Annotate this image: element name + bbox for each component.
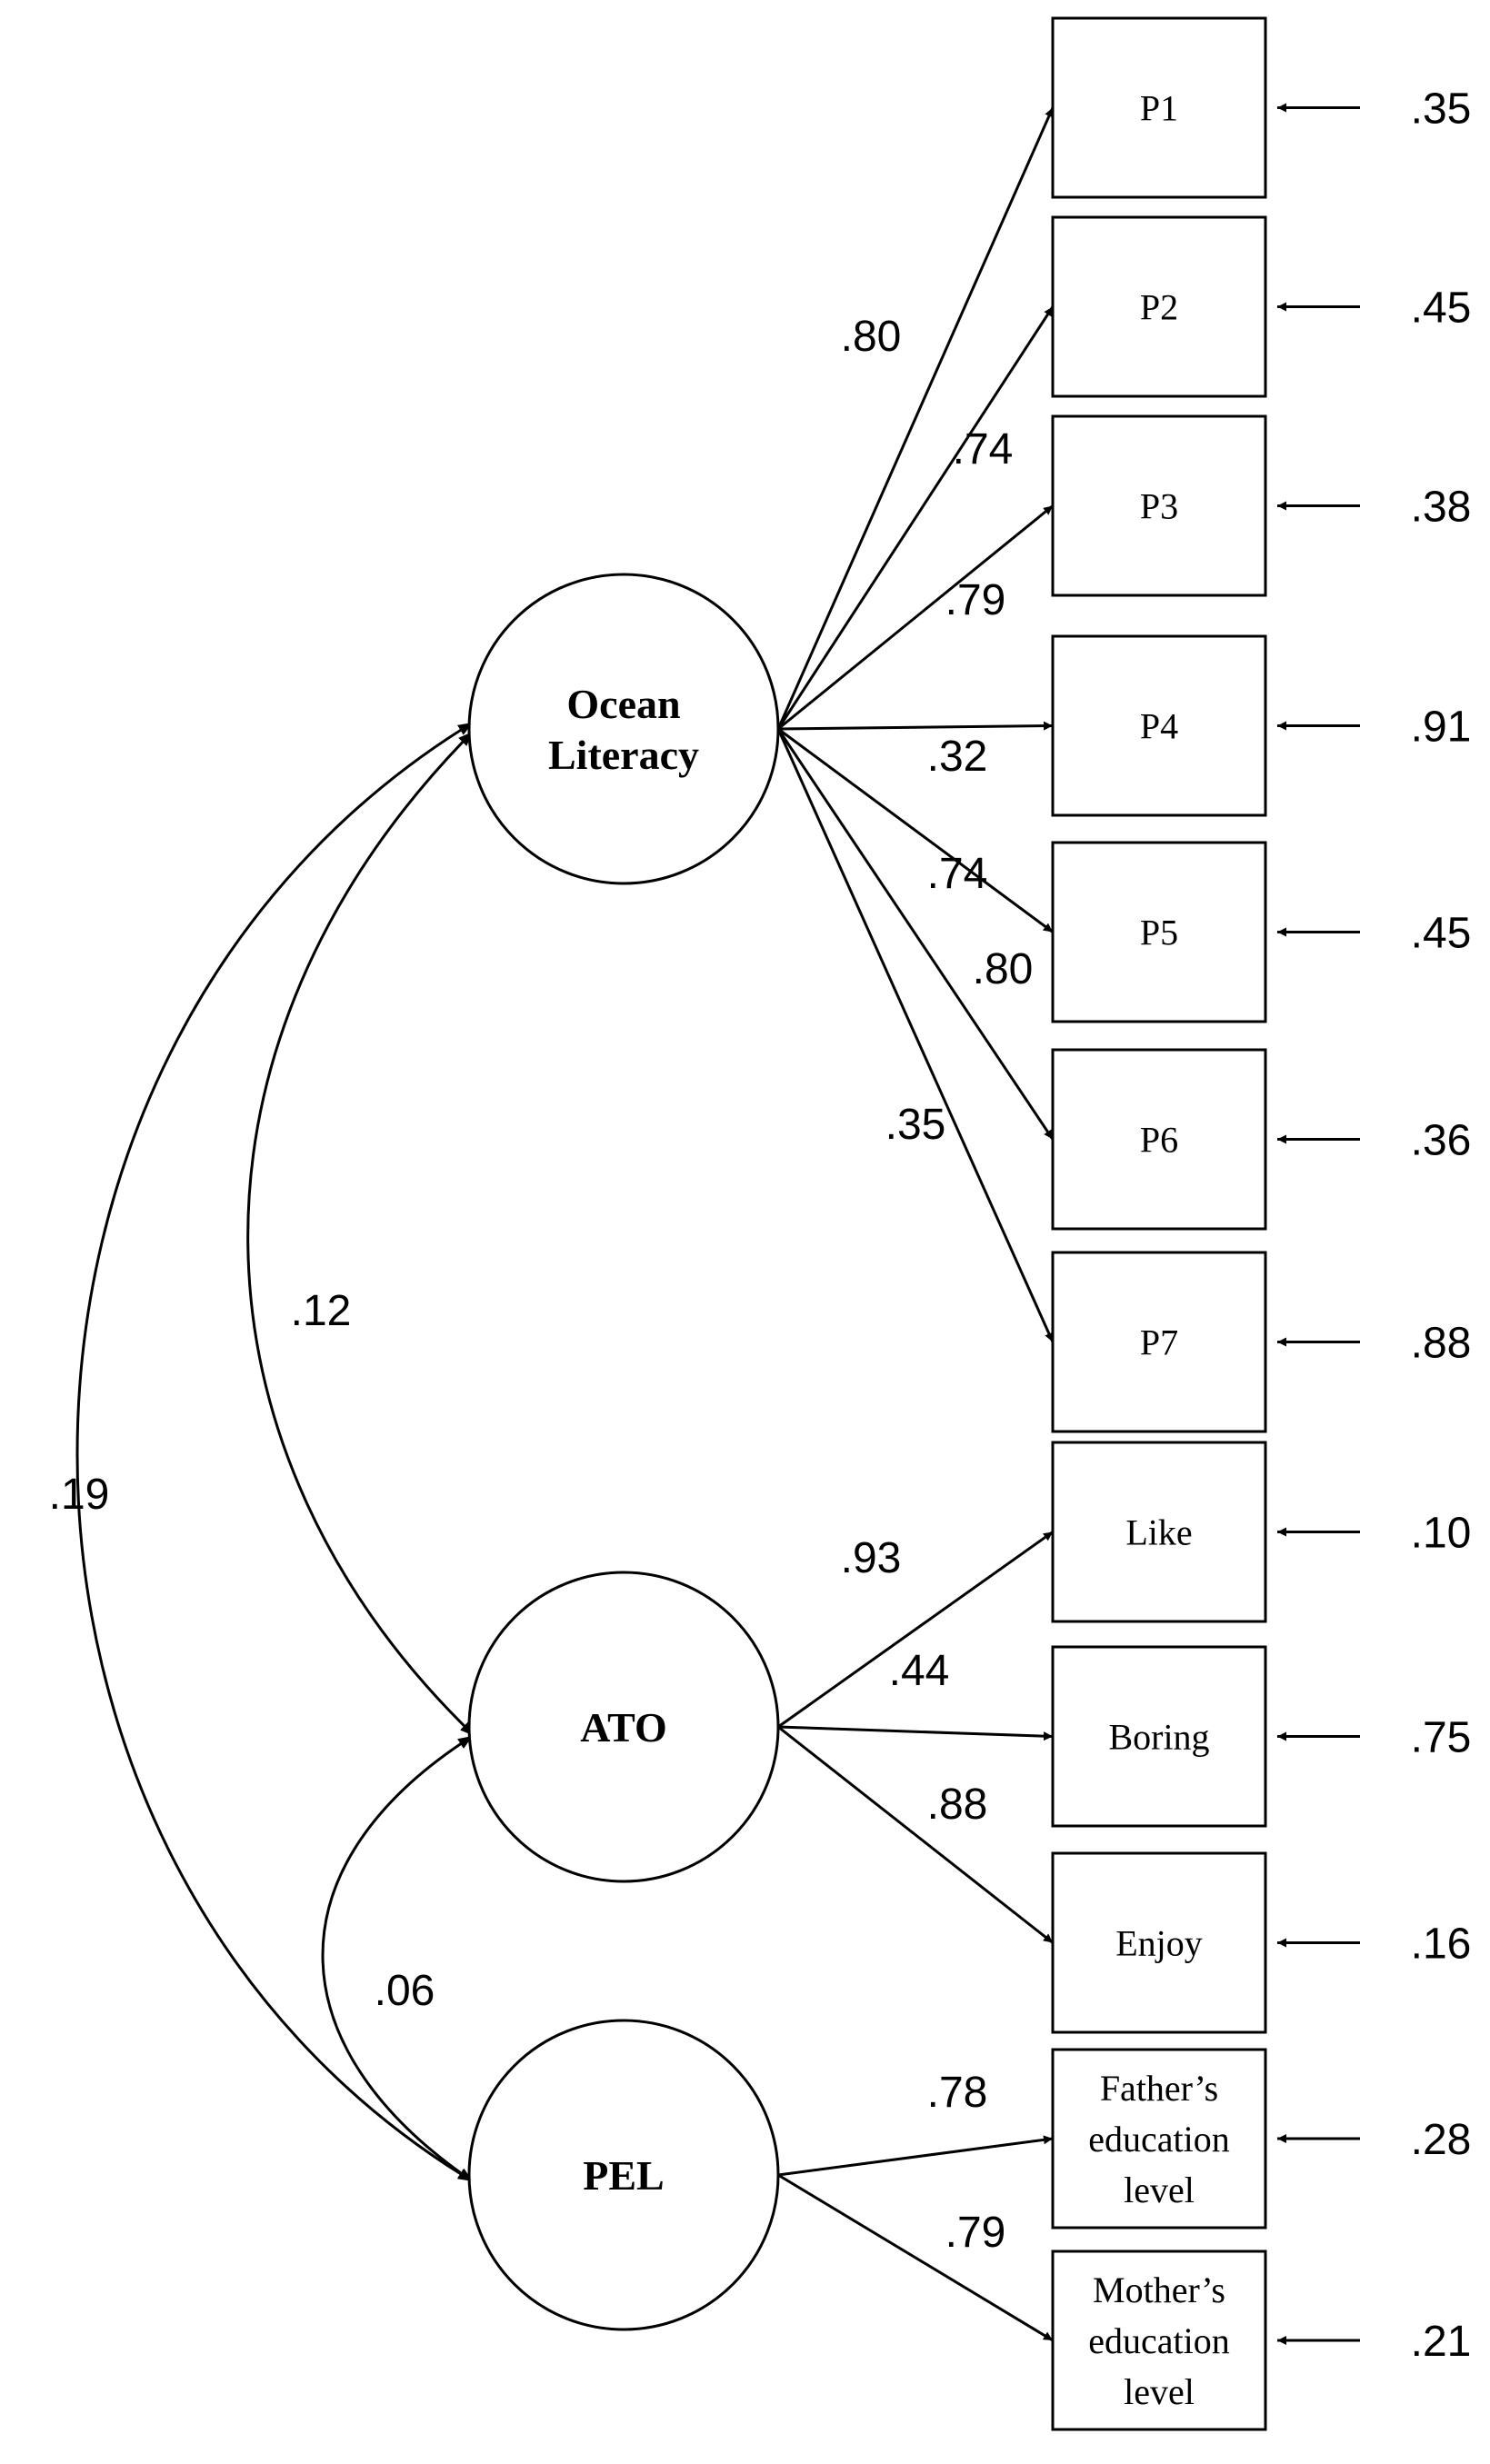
loading-arrow-p4 xyxy=(777,721,1054,731)
latent-ocean-circle xyxy=(467,573,780,885)
loading-value-p2: .74 xyxy=(953,425,1014,474)
indicator-p2-label: P2 xyxy=(1140,287,1178,328)
indicator-like-label: Like xyxy=(1125,1512,1192,1553)
loading-value-p3: .79 xyxy=(945,576,1006,624)
indicator-mother-label: Mother’s xyxy=(1093,2269,1225,2310)
indicator-p5-label: P5 xyxy=(1140,913,1178,953)
indicator-p6-label: P6 xyxy=(1140,1120,1178,1161)
indicator-p2-box xyxy=(1051,215,1267,398)
loading-value-p7: .35 xyxy=(885,1101,946,1149)
loading-value-like: .93 xyxy=(841,1534,902,1582)
indicator-p3-label: P3 xyxy=(1140,486,1178,527)
error-value-mother: .21 xyxy=(1411,2318,1472,2366)
indicator-enjoy-label: Enjoy xyxy=(1115,1923,1203,1964)
loading-arrow-boring xyxy=(777,1725,1054,1741)
loading-arrow-p2 xyxy=(776,305,1055,730)
indicator-like-box xyxy=(1051,1441,1267,1623)
indicator-p6-box xyxy=(1051,1048,1267,1231)
loading-value-enjoy: .88 xyxy=(927,1781,988,1829)
correlation-curve-ato-pel xyxy=(321,1734,474,2183)
indicator-p3-box xyxy=(1051,414,1267,597)
indicator-boring-box xyxy=(1051,1645,1267,1828)
indicator-father-label: Father’s xyxy=(1100,2068,1218,2109)
indicator-p7-label: P7 xyxy=(1140,1322,1178,1363)
indicator-mother-label: education xyxy=(1088,2320,1230,2361)
loading-value-p1: .80 xyxy=(841,313,902,361)
loading-value-p5: .74 xyxy=(927,850,988,898)
loading-arrow-like xyxy=(777,1531,1054,1729)
indicator-p1-label: P1 xyxy=(1140,88,1178,129)
loading-arrow-enjoy xyxy=(777,1725,1054,1944)
loading-value-boring: .44 xyxy=(889,1647,950,1695)
latent-pel-circle xyxy=(467,2019,780,2331)
loading-value-p6: .80 xyxy=(973,945,1034,993)
indicator-father-label: education xyxy=(1088,2119,1230,2160)
loading-arrow-p6 xyxy=(776,728,1055,1141)
correlation-curve-ocean-ato xyxy=(246,730,476,1738)
loading-arrow-p5 xyxy=(777,727,1054,933)
loading-arrow-p1 xyxy=(776,106,1055,730)
loading-arrow-p3 xyxy=(777,504,1054,731)
indicator-p7-box xyxy=(1051,1251,1267,1433)
correlation-value-ocean-ato: .12 xyxy=(291,1287,352,1335)
error-value-p1: .35 xyxy=(1411,85,1472,134)
latent-pel-label: PEL xyxy=(583,2152,664,2199)
error-value-p7: .88 xyxy=(1411,1320,1472,1368)
correlation-value-ato-pel: .06 xyxy=(375,1967,435,2015)
latent-ato-circle xyxy=(467,1571,780,1883)
indicator-mother-box xyxy=(1051,2250,1267,2431)
correlation-curve-ocean-pel xyxy=(75,721,474,2183)
indicator-p5-box xyxy=(1051,841,1267,1023)
error-value-like: .10 xyxy=(1411,1510,1472,1558)
error-value-p5: .45 xyxy=(1411,910,1472,958)
loading-arrow-p7 xyxy=(776,728,1055,1343)
error-value-p3: .38 xyxy=(1411,484,1472,532)
loading-value-mother: .79 xyxy=(945,2209,1006,2257)
error-value-p2: .45 xyxy=(1411,284,1472,333)
indicator-father-box xyxy=(1051,2048,1267,2230)
error-value-p6: .36 xyxy=(1411,1117,1472,1165)
indicator-mother-label: level xyxy=(1124,2371,1195,2412)
indicator-p1-box xyxy=(1051,16,1267,199)
indicator-p4-label: P4 xyxy=(1140,706,1178,747)
loading-arrow-mother xyxy=(777,2173,1054,2342)
error-value-boring: .75 xyxy=(1411,1714,1472,1762)
loading-arrow-father xyxy=(777,2135,1054,2177)
correlation-value-ocean-pel: .19 xyxy=(49,1471,110,1519)
latent-ato-label: ATO xyxy=(580,1704,666,1751)
indicator-father-label: level xyxy=(1124,2170,1195,2210)
indicator-enjoy-box xyxy=(1051,1851,1267,2034)
loading-value-father: .78 xyxy=(927,2069,988,2117)
indicator-p4-box xyxy=(1051,634,1267,817)
latent-ocean-label: Ocean xyxy=(566,681,680,727)
latent-ocean-label: Literacy xyxy=(548,732,699,778)
error-value-enjoy: .16 xyxy=(1411,1920,1472,1969)
error-value-father: .28 xyxy=(1411,2116,1472,2164)
error-value-p4: .91 xyxy=(1411,703,1472,752)
indicator-boring-label: Boring xyxy=(1108,1717,1209,1758)
loading-value-p4: .32 xyxy=(927,733,988,781)
